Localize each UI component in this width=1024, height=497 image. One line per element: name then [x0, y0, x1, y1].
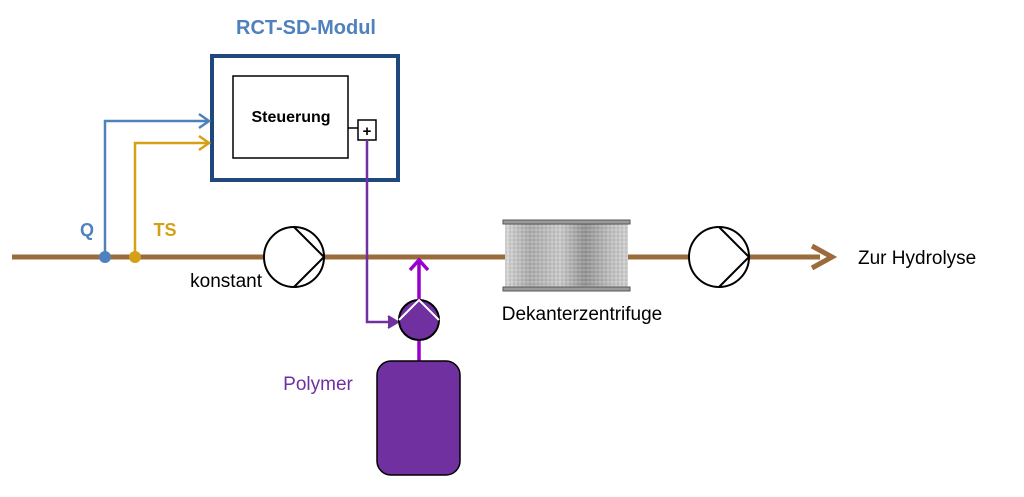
- polymer-control-line: [365, 140, 396, 324]
- module-title: RCT-SD-Modul: [236, 17, 376, 39]
- flow-sensor-label: Q: [80, 220, 94, 240]
- outlet-label: Zur Hydrolyse: [858, 248, 976, 269]
- flow-sensor-dot: [99, 251, 111, 263]
- flow-signal-arrow: [198, 112, 212, 130]
- solids-signal-line: [133, 141, 208, 257]
- polymer-tank: [376, 360, 461, 476]
- solids-sensor-label: TS: [153, 220, 176, 240]
- feed-pump-label: konstant: [190, 271, 263, 292]
- controller-output-symbol: +: [363, 123, 372, 140]
- controller-box: [232, 75, 349, 159]
- outlet-arrow-head: [810, 243, 838, 271]
- flow-signal-line: [103, 119, 208, 257]
- controller-label: Steuerung: [251, 109, 330, 126]
- decanter-centrifuge-icon: [502, 219, 631, 292]
- decanter-label: Dekanterzentrifuge: [502, 304, 663, 325]
- polymer-label: Polymer: [283, 374, 353, 395]
- solids-sensor-dot: [129, 251, 141, 263]
- feed-pump-icon: [263, 226, 326, 288]
- polymer-pump-icon: [398, 298, 440, 341]
- polymer-dosing-arrow: [408, 257, 430, 272]
- polymer-control-arrow: [387, 315, 400, 329]
- output-pump-icon: [688, 226, 751, 288]
- solids-signal-arrow: [198, 134, 212, 152]
